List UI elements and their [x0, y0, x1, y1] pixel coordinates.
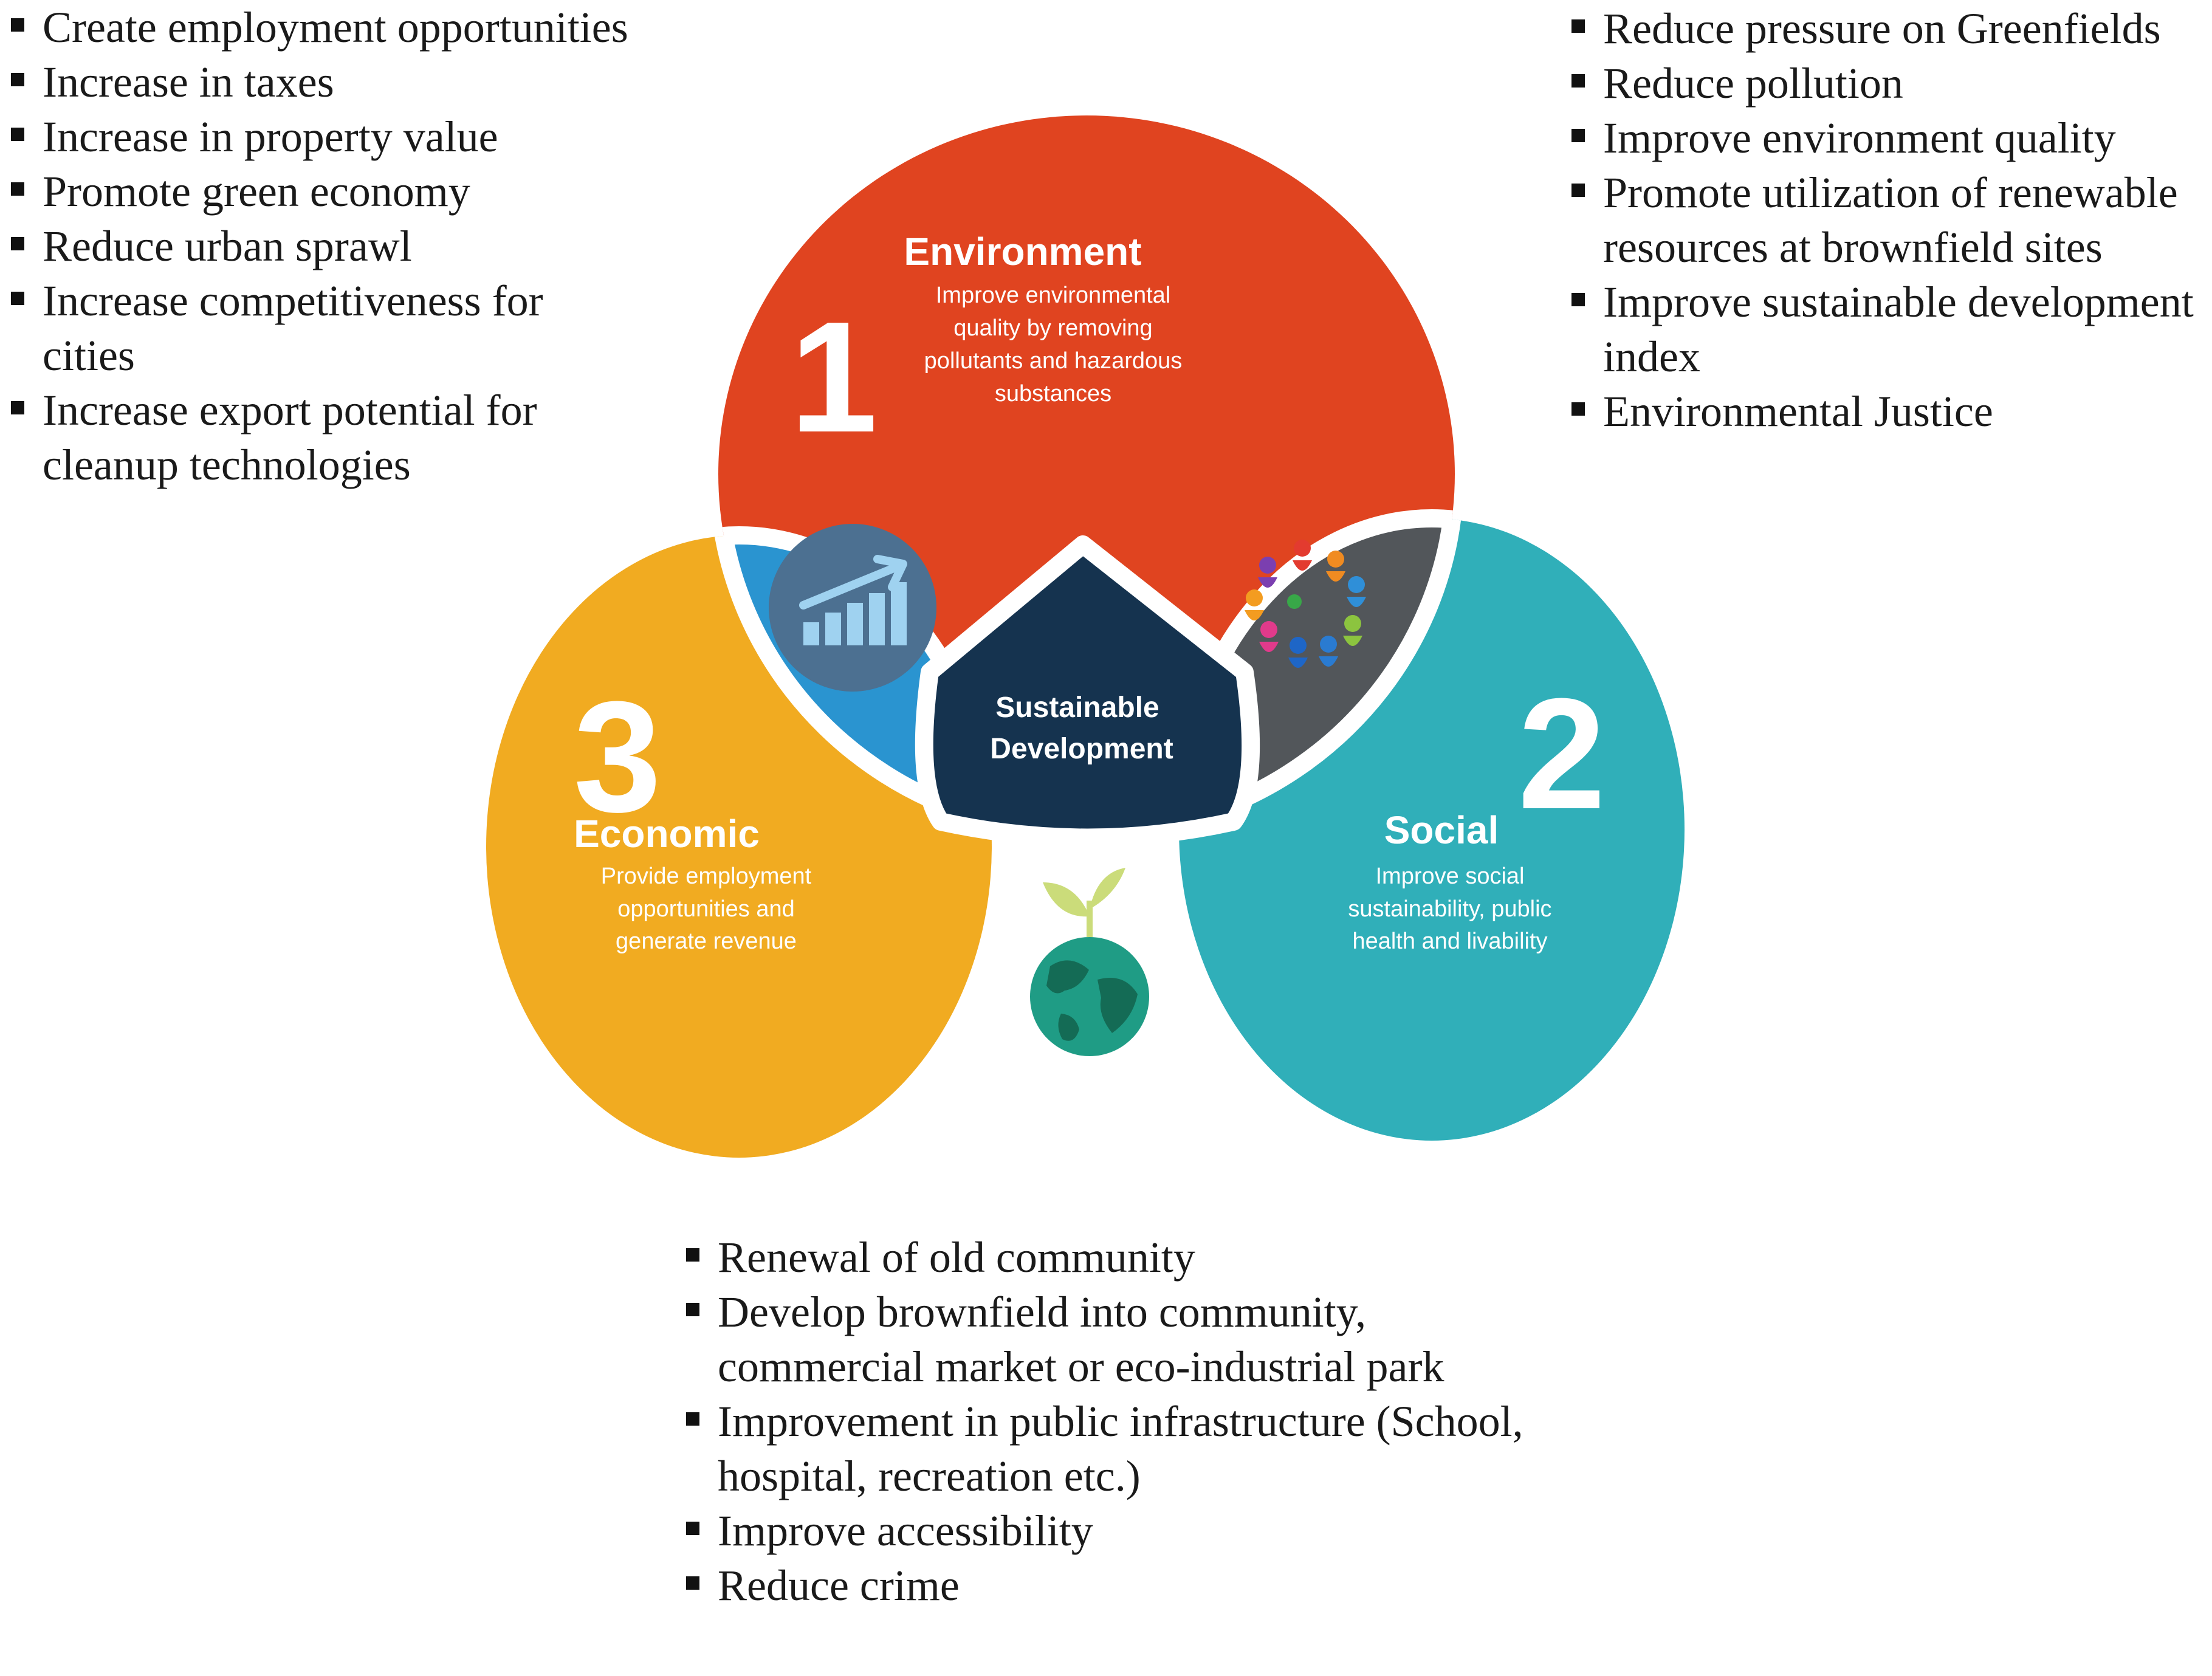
- list-item: Improve sustainable development index: [1569, 275, 2212, 384]
- center-title-line: Sustainable: [995, 692, 1159, 724]
- social-description-line: sustainability, public: [1348, 896, 1551, 922]
- list-item: Improve environment quality: [1569, 111, 2212, 165]
- list-item: Increase in property value: [9, 109, 641, 164]
- economic-title: Economic: [574, 812, 760, 856]
- environment-benefits-list: Reduce pressure on Greenfields Reduce po…: [1569, 1, 2212, 439]
- people-circle-icon: [1245, 540, 1366, 668]
- center-title-line: Development: [990, 733, 1173, 765]
- list-item: Improve accessibility: [684, 1503, 1547, 1558]
- growth-chart-icon: [769, 524, 936, 692]
- list-item: Increase in taxes: [9, 55, 641, 109]
- social-benefits-list: Renewal of old community Develop brownfi…: [684, 1230, 1547, 1613]
- social-title: Social: [1384, 808, 1499, 852]
- social-description-line: health and livability: [1352, 929, 1547, 954]
- list-item: Increase export potential for cleanup te…: [9, 383, 641, 492]
- list-item: Increase competitiveness for cities: [9, 273, 641, 383]
- list-item: Create employment opportunities: [9, 0, 641, 55]
- list-item: Improvement in public infrastructure (Sc…: [684, 1394, 1547, 1503]
- environment-description-line: quality by removing: [953, 315, 1152, 341]
- economic-description-line: opportunities and: [617, 896, 795, 922]
- list-item: Renewal of old community: [684, 1230, 1547, 1285]
- list-item: Reduce urban sprawl: [9, 219, 641, 273]
- economic-description-line: Provide employment: [601, 864, 812, 889]
- environment-number: 1: [790, 289, 878, 465]
- environment-description-line: substances: [995, 381, 1111, 407]
- economic-environment-overlap: [718, 535, 992, 833]
- globe-sprout-icon: [1030, 868, 1149, 1056]
- economic-benefits-list: Create employment opportunities Increase…: [9, 0, 641, 492]
- list-item: Reduce pressure on Greenfields: [1569, 1, 2212, 56]
- list-item: Environmental Justice: [1569, 384, 2212, 439]
- list-item: Reduce pollution: [1569, 56, 2212, 111]
- economic-number: 3: [574, 669, 662, 845]
- list-item: Reduce crime: [684, 1558, 1547, 1613]
- social-number: 2: [1518, 666, 1606, 842]
- list-item: Promote green economy: [9, 164, 641, 219]
- economic-description-line: generate revenue: [616, 929, 797, 954]
- sustainable-development-center: [915, 535, 1260, 847]
- environment-description-line: Improve environmental: [936, 283, 1171, 308]
- social-description-line: Improve social: [1376, 864, 1525, 889]
- environment-title: Environment: [904, 230, 1141, 273]
- list-item: Develop brownfield into community, comme…: [684, 1285, 1547, 1394]
- list-item: Promote utilization of renewable resourc…: [1569, 165, 2212, 275]
- environment-description-line: pollutants and hazardous: [924, 348, 1183, 374]
